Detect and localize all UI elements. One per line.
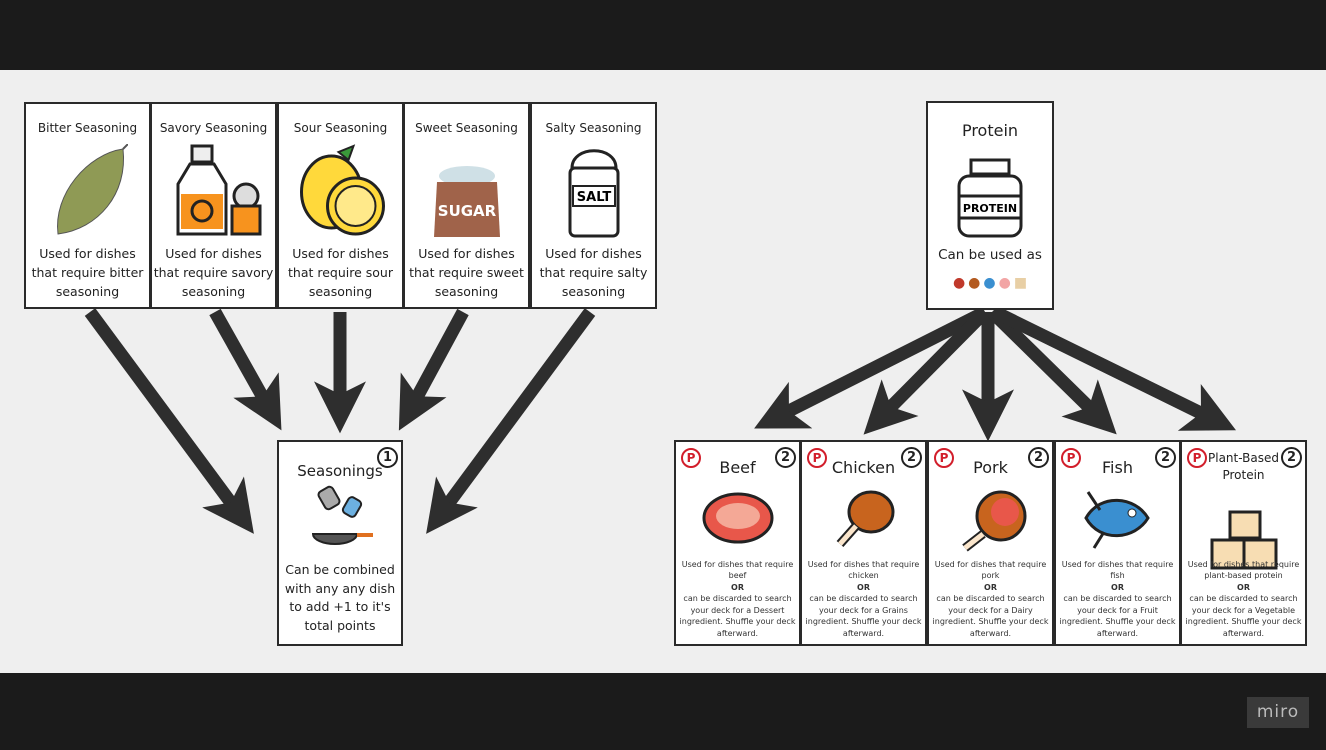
bay-leaf-icon [56,144,128,235]
card-title: Bitter Seasoning [37,121,138,135]
card-description: Used for dishes that require plant-based… [1185,559,1302,638]
fish-icon [1083,491,1150,549]
card-description: Used for dishes that require sour season… [288,246,393,299]
protein-types-row: ● ● ● ● ■ [936,275,1044,291]
card-bitter-seasoning[interactable]: Bitter Seasoning Used for dishes that re… [24,102,151,309]
card-title: Sweet Seasoning [415,121,518,135]
beef-icon: ● [952,275,966,291]
card-description: Used for dishes that require salty seaso… [539,246,648,299]
card-description: Used for dishes that require bitter seas… [31,246,144,299]
card-plant-based-protein[interactable]: P 2 Plant-Based Protein Used for dishes … [1180,440,1307,646]
salt-shaker-icon: SALT [568,149,619,238]
arrow-protein-to-fish [987,307,1117,435]
arrow-protein-to-beef [754,306,988,429]
protein-type-badge: P [934,448,954,468]
ham-icon [961,490,1026,552]
card-description: Can be used as [938,247,1042,263]
pig-icon: ● [998,275,1011,291]
card-title: Seasonings [297,462,383,480]
sugar-sack-icon: SUGAR [433,166,500,237]
points-badge: 2 [775,447,796,468]
sauce-bottle-icon [176,144,261,236]
chicken-icon: ● [968,275,981,291]
card-title: Chicken [831,458,896,477]
miro-logo: miro [1247,697,1309,728]
arrow-protein-to-chicken [863,307,990,435]
points-badge: 2 [1028,447,1049,468]
seasoning-pan-icon [311,485,373,545]
points-badge: 2 [1281,447,1302,468]
points-badge: 1 [377,447,398,468]
protein-type-badge: P [807,448,827,468]
card-seasonings[interactable]: 1 Seasonings Can be combined with any an… [277,440,403,646]
tofu-icon: ■ [1013,275,1028,291]
card-title: Beef [719,458,756,477]
card-chicken[interactable]: P 2 Chicken Used for dishes that require… [800,440,927,646]
card-title: Pork [973,458,1008,477]
arrow-sweet-to-seasonings [398,308,469,431]
card-title: Protein [961,121,1019,140]
fish-icon: ● [983,275,996,291]
arrow-protein-to-plant [992,306,1237,431]
card-pork[interactable]: P 2 Pork Used for dishes that require po… [927,440,1054,646]
protein-jar-icon: PROTEIN [957,158,1023,238]
card-savory-seasoning[interactable]: Savory Seasoning Used for dishes that re… [150,102,277,309]
card-description: Used for dishes that require sweet seaso… [409,246,524,299]
card-protein[interactable]: Protein PROTEIN Can be used as ● ● ● ● ■ [926,101,1054,310]
card-description: Used for dishes that require savory seas… [153,246,274,299]
arrow-savory-to-seasonings [209,308,282,431]
protein-type-badge: P [681,448,701,468]
arrow-salty-to-seasonings [426,308,596,534]
card-sour-seasoning[interactable]: Sour Seasoning Used for dishes that requ… [277,102,404,309]
card-sweet-seasoning[interactable]: Sweet Seasoning SUGAR Used for dishes th… [403,102,530,309]
tofu-icon [1210,510,1277,570]
svg-text:SALT: SALT [576,190,611,205]
card-title: Sour Seasoning [293,121,388,135]
card-beef[interactable]: P 2 Beef Used for dishes that require be… [674,440,801,646]
svg-text:PROTEIN: PROTEIN [963,202,1017,215]
protein-type-badge: P [1187,448,1207,468]
arrow-bitter-to-seasonings [84,308,254,534]
card-salty-seasoning[interactable]: Salty Seasoning SALT Used for dishes tha… [530,102,657,309]
card-title: Plant-Based Protein [1208,451,1279,482]
card-fish[interactable]: P 2 Fish Used for dishes that require fi… [1054,440,1181,646]
svg-text:SUGAR: SUGAR [437,202,496,220]
card-title: Savory Seasoning [159,121,268,135]
lemon-icon [299,144,385,236]
drumstick-icon [836,490,894,547]
protein-type-badge: P [1061,448,1081,468]
card-description: Can be combined with any any dish to add… [284,562,396,633]
card-title: Salty Seasoning [545,121,642,135]
card-title: Fish [1102,458,1133,477]
steak-icon [702,492,773,544]
points-badge: 2 [901,447,922,468]
points-badge: 2 [1155,447,1176,468]
